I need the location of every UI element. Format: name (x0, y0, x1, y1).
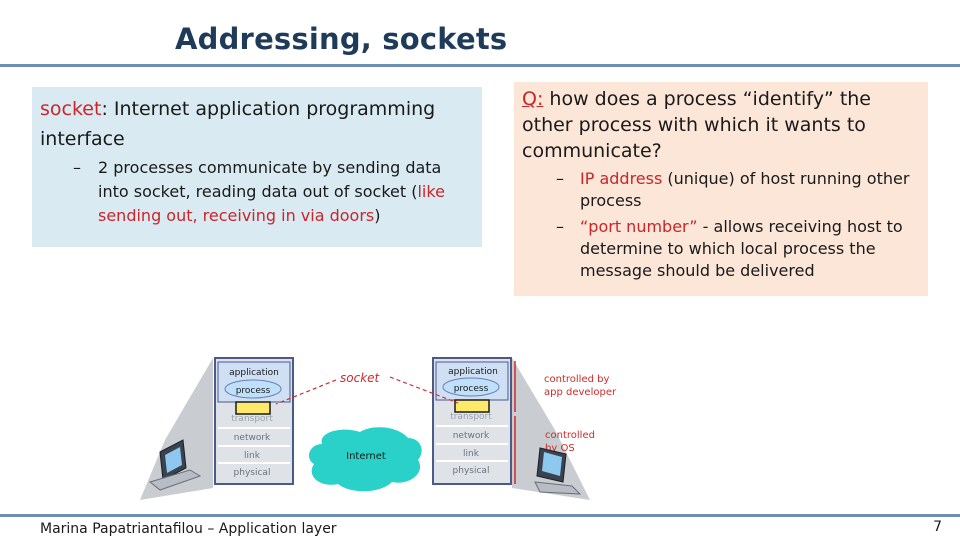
internet-cloud (308, 427, 422, 492)
right-layer-network: network (453, 431, 490, 441)
port-number-term: port number (588, 217, 690, 236)
socket-label: socket (340, 371, 381, 385)
left-layer-application: application (229, 368, 279, 378)
left-layer-transport: transport (231, 414, 273, 424)
slide-title: Addressing, sockets (175, 22, 508, 56)
right-computer-icon (534, 447, 582, 495)
left-sub-dash: – (73, 158, 81, 177)
footer-text: Marina Papatriantafilou – Application la… (40, 521, 337, 537)
right-layer-application: application (448, 367, 498, 377)
socket-arrow-right (389, 376, 459, 404)
left-layer-physical: physical (234, 468, 271, 478)
ip-address-text: (unique) of host running other process (580, 169, 910, 210)
socket-sub-text: 2 processes communicate by sending data … (98, 158, 442, 201)
socket-arrow-left (275, 379, 337, 405)
right-bullet-1-dash: – (556, 169, 564, 188)
left-protocol-stack: application process transport network li… (214, 357, 294, 485)
right-host-wedge (512, 358, 590, 500)
left-layer-link: link (244, 451, 261, 461)
os-label-line2: by OS (545, 443, 575, 454)
question-text: how does a process “identify” the other … (522, 88, 871, 162)
addressing-question-box (514, 82, 928, 296)
doors-analogy: like sending out, receiving in via doors (98, 182, 445, 225)
page-number: 7 (933, 519, 942, 535)
app-dev-label-line2: app developer (544, 387, 617, 398)
port-number-close-quote: ” (689, 217, 698, 236)
port-number-open-quote: “ (580, 217, 589, 236)
right-bullet-2-dash: – (556, 217, 564, 236)
right-layer-process: process (454, 384, 489, 394)
port-number-text: - allows receiving host to determine to … (580, 217, 903, 280)
app-dev-label-line1: controlled by (544, 374, 609, 385)
right-protocol-stack: application process transport network li… (432, 357, 512, 485)
right-layer-transport: transport (450, 412, 492, 422)
ip-address-term: IP address (580, 169, 663, 188)
addressing-question: Q: how does a process “identify” the oth… (522, 86, 922, 164)
socket-definition: socket: Internet application programming… (40, 94, 470, 154)
left-socket-door (235, 401, 271, 415)
left-computer-icon (148, 439, 202, 491)
socket-sub-bullet: 2 processes communicate by sending data … (98, 156, 468, 228)
socket-definition-box (32, 87, 482, 247)
right-socket-door (454, 399, 490, 413)
internet-label: Internet (346, 451, 386, 462)
left-host-wedge (140, 358, 213, 500)
title-divider (0, 64, 960, 67)
socket-term: socket (40, 98, 102, 120)
left-layer-process: process (236, 386, 271, 396)
left-layer-network: network (234, 433, 271, 443)
footer-divider (0, 514, 960, 517)
socket-definition-text: : Internet application programming inter… (40, 98, 436, 150)
socket-sub-close: ) (374, 206, 381, 225)
right-layer-link: link (463, 449, 480, 459)
os-label-line1: controlled (545, 430, 595, 441)
port-number-bullet: “port number” - allows receiving host to… (580, 216, 925, 282)
ip-address-bullet: IP address (unique) of host running othe… (580, 168, 925, 212)
q-label: Q: (522, 88, 544, 110)
right-layer-physical: physical (453, 466, 490, 476)
